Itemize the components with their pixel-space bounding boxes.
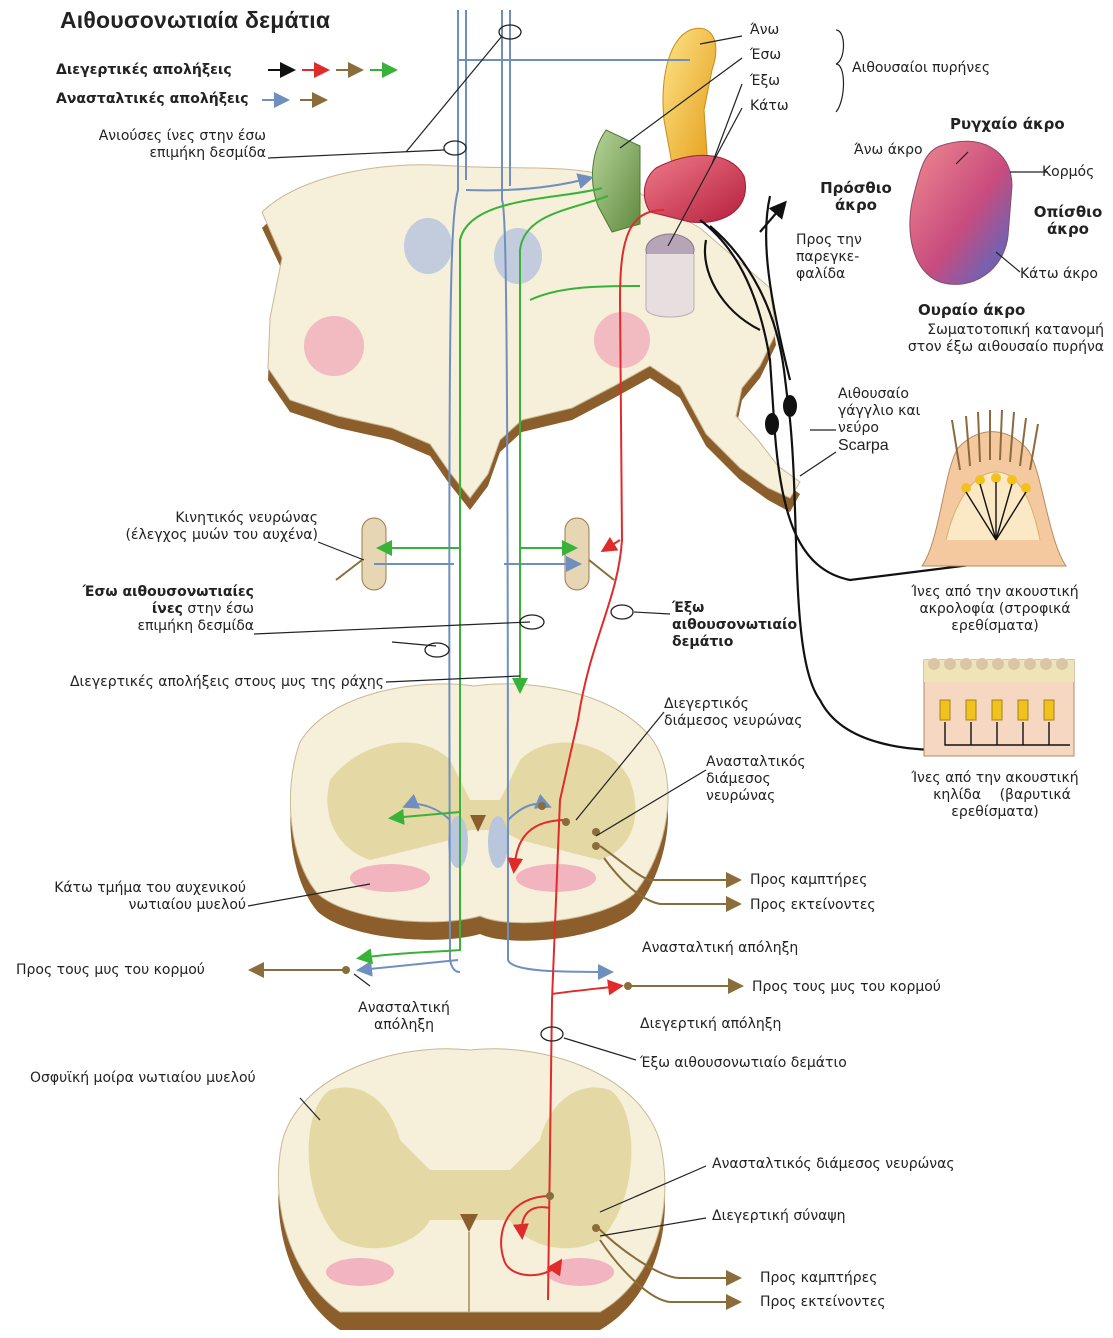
motor-neuron-right	[565, 518, 589, 590]
brainstem-pink-nucleus-right	[594, 312, 650, 368]
brainstem-blue-nucleus-left	[404, 218, 452, 274]
crista-ampullaris-drawing	[922, 410, 1066, 566]
diagram-title: Αιθουσονωτιαία δεμάτια	[60, 12, 330, 29]
lumbar-pink-right	[546, 1258, 614, 1286]
cerebellum-arrow	[760, 204, 784, 232]
cervical-blue-left	[448, 816, 468, 868]
to-flexors-label: Προς καμπτήρες	[750, 872, 867, 889]
lumbar-cord-label: Οσφυϊκή μοίρα νωτιαίου μυελού	[30, 1070, 256, 1087]
to-extensors-lower-label: Προς εκτείνοντες	[760, 1294, 886, 1311]
brainstem-blue-nucleus-right	[494, 228, 542, 284]
lumbar-slice	[278, 1049, 665, 1330]
lumbar-pink-left	[326, 1258, 394, 1286]
orientation-nucleus-shape	[910, 141, 1012, 284]
nucleus-inferior-label: Κάτω	[750, 98, 789, 115]
excitatory-ending-right-label: Διεγερτική απόληξη	[640, 1016, 781, 1033]
nucleus-upper-label: Άνω	[750, 22, 779, 39]
to-flexors-lower-label: Προς καμπτήρες	[760, 1270, 877, 1287]
inhibitory-interneuron-lower-label: Ανασταλτικός διάμεσος νευρώνας	[712, 1156, 955, 1173]
motor-neuron-label: Κινητικός νευρώνας(έλεγχος μυών του αυχέ…	[60, 510, 318, 544]
back-muscles-label: Διεγερτικές απολήξεις στους μυς της ράχη…	[10, 674, 384, 691]
trunk-muscles-left-label: Προς τους μυς του κορμού	[16, 962, 205, 979]
vestibular-nuclei-label: Αιθουσαίοι πυρήνες	[852, 60, 990, 77]
nucleus-medial-label: Έσω	[750, 47, 781, 64]
scarpa-ganglion-cell-2	[783, 395, 797, 417]
scarpa-ganglion-cell-1	[765, 413, 779, 435]
legend-excitatory-label: Διεγερτικές απολήξεις	[56, 62, 232, 79]
cervical-blue-right	[488, 816, 508, 868]
excitatory-synapse-label: Διεγερτική σύναψη	[712, 1208, 846, 1225]
orientation-lower-end: Κάτω άκρο	[1020, 266, 1098, 283]
inhibitory-ending-right-label: Ανασταλτική απόληξη	[642, 940, 798, 957]
orientation-caudal: Ουραίο άκρο	[918, 302, 1025, 319]
cervical-pink-left	[350, 864, 430, 892]
nucleus-lateral-label: Έξω	[750, 73, 780, 90]
cervical-slice	[290, 684, 668, 941]
legend-inhibitory-label: Ανασταλτικές απολήξεις	[56, 91, 249, 108]
lateral-nucleus	[644, 155, 745, 222]
to-extensors-label: Προς εκτείνοντες	[750, 897, 876, 914]
orientation-upper-end: Άνω άκρο	[854, 142, 923, 159]
lateral-tract-lower-label: Έξω αιθουσονωτιαίο δεμάτιο	[640, 1055, 847, 1072]
motor-neuron-left	[362, 518, 386, 590]
orientation-body: Κορμός	[1042, 164, 1094, 181]
brainstem-pink-nucleus-left	[304, 316, 364, 376]
trunk-muscles-right-label: Προς τους μυς του κορμού	[752, 979, 941, 996]
orientation-title: Ρυγχαίο άκρο	[950, 116, 1065, 133]
macula-drawing	[924, 658, 1074, 756]
